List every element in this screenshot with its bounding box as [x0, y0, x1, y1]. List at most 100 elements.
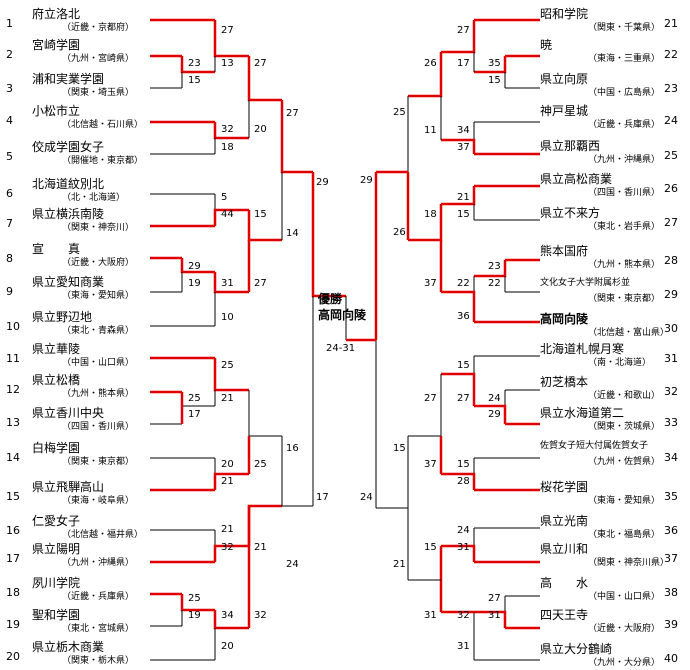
score-label: 20: [221, 459, 234, 470]
team-number: 5: [6, 150, 13, 163]
score-label: 17: [316, 492, 329, 503]
score-label: 21: [254, 542, 267, 553]
team-name: 熊本国府: [540, 244, 589, 258]
score-label: 25: [393, 107, 406, 118]
team-name: 桜花学園: [540, 480, 589, 494]
team-number: 24: [664, 114, 678, 127]
team-number: 14: [6, 451, 20, 464]
score-label: 15: [488, 75, 501, 86]
team-number: 31: [664, 352, 678, 365]
score-label: 5: [221, 192, 228, 203]
score-label: 37: [424, 278, 437, 289]
score-label: 10: [221, 312, 234, 323]
team-region: （近畿・大阪府）: [62, 258, 135, 268]
team-region: （関東・神奈川）: [62, 223, 135, 233]
team-number: 4: [6, 114, 13, 127]
score-label: 27: [424, 393, 437, 404]
team-region: （中国・山口県）: [588, 592, 661, 602]
score-label: 18: [424, 209, 437, 220]
team-region: （九州・大分県）: [588, 658, 661, 668]
score-label: 15: [457, 459, 470, 470]
score-label: 32: [457, 610, 470, 621]
team-region: （関東・東京都）: [588, 294, 661, 304]
score-label: 27: [254, 58, 267, 69]
team-number: 30: [664, 322, 678, 335]
team-number: 12: [6, 383, 20, 396]
team-number: 10: [6, 320, 20, 333]
team-number: 37: [664, 552, 678, 565]
team-region: （東海・岐阜県）: [62, 496, 135, 506]
score-label: 22: [457, 278, 470, 289]
score-label: 27: [457, 393, 470, 404]
score-label: 36: [457, 311, 470, 322]
team-name: 県立那覇西: [540, 139, 601, 153]
score-label: 20: [221, 641, 234, 652]
winner-line: [311, 172, 346, 298]
team-region: （東海・三重県）: [588, 54, 661, 64]
team-number: 15: [6, 490, 20, 503]
score-label: 27: [286, 108, 299, 119]
score-label: 34: [457, 125, 470, 136]
score-label: 14: [286, 228, 299, 239]
team-name: 県立向原: [540, 72, 589, 86]
team-name: 四天王寺: [540, 608, 589, 622]
score-label: 32: [254, 610, 267, 621]
score-label: 25: [254, 459, 267, 470]
team-number: 39: [664, 618, 678, 631]
team-number: 13: [6, 416, 20, 429]
team-number: 21: [664, 17, 678, 30]
team-region: （近畿・兵庫県）: [62, 592, 135, 602]
team-number: 27: [664, 216, 678, 229]
team-region: （開催地・東京都）: [62, 156, 144, 166]
score-label: 18: [221, 142, 234, 153]
team-number: 3: [6, 82, 13, 95]
team-name: 県立栃木商業: [32, 640, 105, 654]
team-region: （関東・栃木県）: [62, 656, 135, 666]
score-label: 24: [488, 393, 501, 404]
score-label: 25: [221, 360, 234, 371]
score-label: 22: [488, 278, 501, 289]
champion-title: 優勝: [318, 292, 343, 306]
score-label: 32: [221, 124, 234, 135]
team-region: （九州・沖縄県）: [62, 558, 135, 568]
score-label: 26: [424, 58, 437, 69]
score-label: 11: [424, 125, 437, 136]
score-label: 26: [393, 227, 406, 238]
team-name: 高岡向陵: [540, 312, 589, 326]
score-label: 15: [188, 75, 201, 86]
score-label: 28: [457, 476, 470, 487]
score-label: 21: [221, 393, 234, 404]
winner-line: [441, 138, 476, 154]
team-region: （東海・愛知県）: [588, 496, 661, 506]
winner-line: [213, 472, 249, 490]
team-name: 北海道札幌月寒: [540, 342, 625, 356]
team-number: 20: [6, 650, 20, 663]
score-label: 16: [286, 443, 299, 454]
team-name: 県立光南: [540, 514, 589, 528]
team-region: （近畿・和歌山）: [588, 391, 661, 401]
team-region: （北信越・富山県）: [588, 328, 670, 338]
team-number: 6: [6, 187, 13, 200]
team-name: 県立水海道第二: [540, 406, 625, 420]
team-number: 19: [6, 618, 20, 631]
score-label: 15: [424, 542, 437, 553]
team-number: 1: [6, 17, 13, 30]
team-name: 文化女子大学附属杉並: [540, 278, 631, 288]
team-name: 神戸星城: [540, 104, 589, 118]
team-name: 昭和学院: [540, 7, 589, 21]
score-label: 24: [360, 492, 373, 503]
team-name: 県立横浜南陵: [32, 207, 105, 221]
score-label: 44: [221, 209, 234, 220]
score-label: 27: [221, 25, 234, 36]
team-region: （東北・福島県）: [588, 530, 661, 540]
team-name: 佐賀女子短大付属佐賀女子: [540, 441, 649, 451]
team-name: 府立洛北: [32, 7, 81, 21]
team-number: 17: [6, 552, 20, 565]
team-name: 佼成学園女子: [32, 140, 105, 154]
loser-line: [408, 374, 442, 437]
team-number: 34: [664, 451, 678, 464]
team-region: （近畿・兵庫県）: [588, 120, 661, 130]
team-name: 小松市立: [32, 104, 81, 118]
team-region: （東海・愛知県）: [62, 291, 135, 301]
